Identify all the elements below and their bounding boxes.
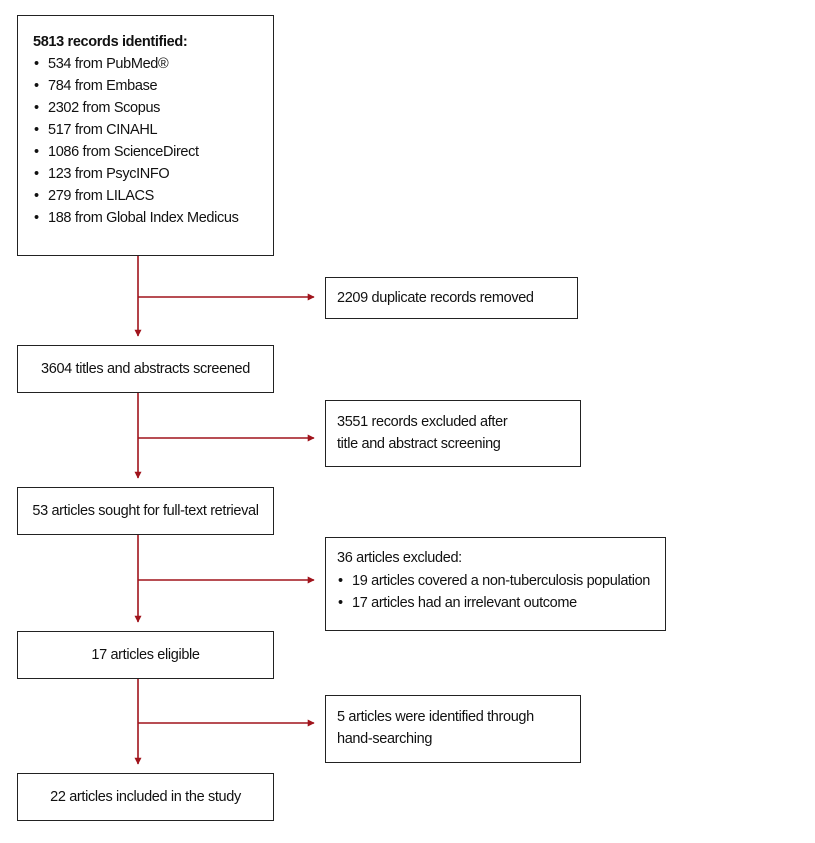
excluded-fulltext-list: 19 articles covered a non-tuberculosis p… xyxy=(337,570,650,614)
records-identified-box: 5813 records identified: 534 from PubMed… xyxy=(17,15,274,256)
included-box: 22 articles included in the study xyxy=(17,773,274,821)
duplicates-removed-text: 2209 duplicate records removed xyxy=(337,290,534,306)
records-identified-title: 5813 records identified: xyxy=(33,34,188,50)
duplicates-removed-box: 2209 duplicate records removed xyxy=(325,277,578,319)
excluded-screening-box: 3551 records excluded after title and ab… xyxy=(325,400,581,467)
source-item: 784 from Embase xyxy=(33,75,239,97)
screened-box: 3604 titles and abstracts screened xyxy=(17,345,274,393)
source-item: 2302 from Scopus xyxy=(33,97,239,119)
excluded-screening-line-1: 3551 records excluded after xyxy=(337,414,508,430)
eligible-box: 17 articles eligible xyxy=(17,631,274,679)
source-item: 188 from Global Index Medicus xyxy=(33,207,239,229)
included-text: 22 articles included in the study xyxy=(50,789,241,805)
hand-search-line-1: 5 articles were identified through xyxy=(337,709,534,725)
excluded-reason-item: 19 articles covered a non-tuberculosis p… xyxy=(337,570,650,592)
hand-search-line-2: hand-searching xyxy=(337,731,433,747)
excluded-fulltext-title: 36 articles excluded: xyxy=(337,550,462,566)
screened-text: 3604 titles and abstracts screened xyxy=(41,361,250,377)
excluded-fulltext-box: 36 articles excluded: 19 articles covere… xyxy=(325,537,666,631)
full-text-retrieval-text: 53 articles sought for full-text retriev… xyxy=(32,503,259,519)
eligible-text: 17 articles eligible xyxy=(91,647,200,663)
records-source-list: 534 from PubMed® 784 from Embase 2302 fr… xyxy=(33,53,239,229)
source-item: 279 from LILACS xyxy=(33,185,239,207)
excluded-reason-item: 17 articles had an irrelevant outcome xyxy=(337,592,650,614)
source-item: 534 from PubMed® xyxy=(33,53,239,75)
excluded-screening-line-2: title and abstract screening xyxy=(337,436,501,452)
hand-search-box: 5 articles were identified through hand-… xyxy=(325,695,581,763)
source-item: 517 from CINAHL xyxy=(33,119,239,141)
full-text-retrieval-box: 53 articles sought for full-text retriev… xyxy=(17,487,274,535)
source-item: 123 from PsycINFO xyxy=(33,163,239,185)
source-item: 1086 from ScienceDirect xyxy=(33,141,239,163)
